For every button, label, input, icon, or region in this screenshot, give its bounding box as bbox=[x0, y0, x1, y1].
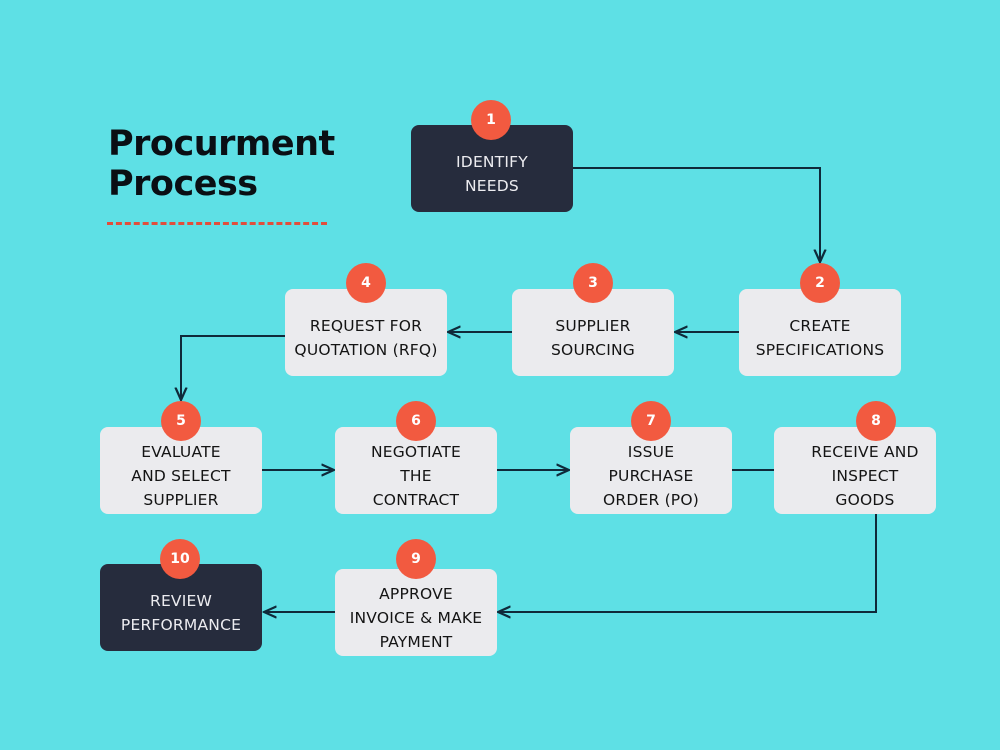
step-box-6: NEGOTIATE THE CONTRACT bbox=[335, 427, 497, 514]
step-number-badge: 5 bbox=[161, 401, 201, 441]
step-box-9: APPROVE INVOICE & MAKE PAYMENT bbox=[335, 569, 497, 656]
step-number-badge: 6 bbox=[396, 401, 436, 441]
step-number-badge: 10 bbox=[160, 539, 200, 579]
step-number-badge: 4 bbox=[346, 263, 386, 303]
step-label-line: CONTRACT bbox=[372, 490, 460, 509]
step-label-line: PURCHASE bbox=[608, 466, 694, 485]
step-label-line: THE bbox=[400, 466, 432, 485]
step-label-line: INSPECT bbox=[831, 466, 899, 485]
connector-arrow-8-9 bbox=[498, 514, 877, 612]
step-box-8: RECEIVE AND INSPECT GOODS bbox=[774, 427, 936, 514]
step-label-line: ORDER (PO) bbox=[602, 490, 700, 509]
step-box-4: REQUEST FOR QUOTATION (RFQ) bbox=[285, 289, 447, 376]
step-label-line: AND SELECT bbox=[131, 466, 231, 485]
step-label-line: REQUEST FOR bbox=[309, 316, 423, 335]
step-label-line: PAYMENT bbox=[379, 632, 453, 651]
step-label-line: APPROVE bbox=[379, 584, 453, 603]
step-label-line: EVALUATE bbox=[141, 442, 221, 461]
step-number-badge: 8 bbox=[856, 401, 896, 441]
step-label-line: QUOTATION (RFQ) bbox=[294, 340, 438, 359]
step-number-badge: 1 bbox=[471, 100, 511, 140]
step-box-3: SUPPLIER SOURCING bbox=[512, 289, 674, 376]
title-line-2: Process bbox=[108, 164, 258, 204]
step-label-line: SUPPLIER bbox=[143, 490, 219, 509]
connector-arrow-4-5 bbox=[181, 335, 285, 400]
step-box-5: EVALUATE AND SELECT SUPPLIER bbox=[100, 427, 262, 514]
title-line-1: Procurment bbox=[108, 124, 335, 164]
connector-arrow-1-2 bbox=[573, 167, 820, 262]
step-box-7: ISSUE PURCHASE ORDER (PO) bbox=[570, 427, 732, 514]
step-number-badge: 3 bbox=[573, 263, 613, 303]
step-label-line: REVIEW bbox=[149, 591, 213, 610]
title-dashed-underline bbox=[107, 222, 327, 225]
step-label-line: NEEDS bbox=[465, 176, 519, 195]
step-label-line: SUPPLIER bbox=[555, 316, 631, 335]
step-label-line: INVOICE & MAKE bbox=[349, 608, 483, 627]
diagram-title: Procurment Process bbox=[108, 124, 335, 204]
step-number-badge: 7 bbox=[631, 401, 671, 441]
step-label-line: RECEIVE AND bbox=[811, 442, 919, 461]
step-number-badge: 2 bbox=[800, 263, 840, 303]
step-label-line: GOODS bbox=[835, 490, 895, 509]
step-label-line: ISSUE bbox=[627, 442, 675, 461]
step-box-2: CREATE SPECIFICATIONS bbox=[739, 289, 901, 376]
step-label-line: SPECIFICATIONS bbox=[755, 340, 885, 359]
step-number-badge: 9 bbox=[396, 539, 436, 579]
step-label-line: SOURCING bbox=[551, 340, 635, 359]
step-label-line: IDENTIFY bbox=[456, 152, 528, 171]
step-label-line: NEGOTIATE bbox=[370, 442, 462, 461]
step-label-line: PERFORMANCE bbox=[120, 615, 242, 634]
step-label-line: CREATE bbox=[789, 316, 851, 335]
